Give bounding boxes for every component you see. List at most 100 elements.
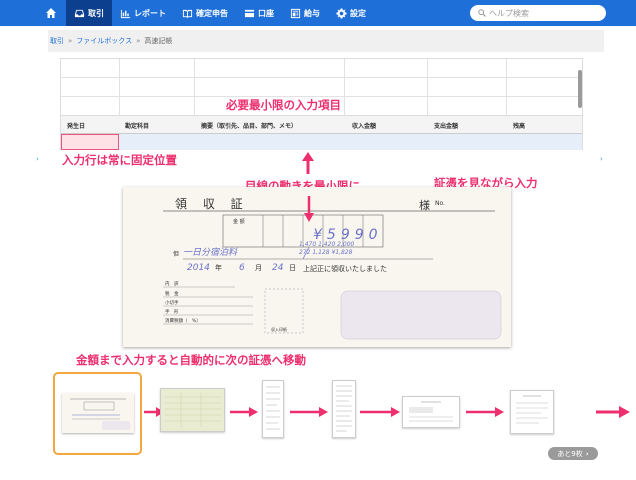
thumbnail-long-receipt-preview (336, 385, 352, 432)
receipt-breakdown-label: 手 形 (165, 310, 179, 315)
search-icon (478, 9, 486, 17)
arrow-up-icon (302, 152, 314, 174)
nav-item-tax-return[interactable]: 確定申告 (174, 0, 236, 26)
breadcrumb-separator: » (68, 37, 73, 45)
payroll-icon (290, 8, 301, 18)
more-receipts-label: あと9枚 (557, 449, 583, 458)
breadcrumb-link-transactions[interactable]: 取引 (50, 37, 64, 45)
date-entry-field[interactable] (61, 134, 119, 150)
left-edge-marker: › (36, 155, 39, 163)
receipt-amount-label: 金 額 (233, 219, 245, 225)
receipt-date-month: 6 (239, 263, 245, 273)
receipt-breakdown-label: 消費税額（ %） (165, 319, 201, 324)
nav-item-settings[interactable]: 設定 (328, 0, 374, 26)
column-header-description[interactable]: 摘要（取引先、品目、部門、メモ） (201, 123, 298, 130)
thumbnail-long-receipt-preview (266, 386, 280, 430)
thumbnail-document-preview (516, 395, 548, 424)
thumbnail-item[interactable] (262, 380, 284, 438)
receipt-title: 領 収 証 (175, 197, 249, 211)
bank-card-icon (244, 9, 255, 17)
nav-item-transactions[interactable]: 取引 (66, 0, 112, 26)
inbox-icon (74, 9, 85, 17)
column-header-balance[interactable]: 残高 (513, 123, 526, 130)
column-divider (194, 59, 195, 134)
nav-item-reports[interactable]: レポート (112, 0, 174, 26)
help-search-input[interactable]: ヘルプ検索 (470, 5, 606, 21)
thumbnail-item[interactable] (332, 380, 356, 438)
breadcrumb-current: 高速記帳 (144, 37, 173, 45)
nav-label: 設定 (350, 8, 366, 18)
table-row[interactable] (61, 77, 582, 78)
tax-book-icon (182, 9, 193, 18)
receipt-lines (163, 210, 502, 340)
receipt-image: 領 収 証 様 No. 金 額 ¥5990 但 一日分宿泊料 1,470 1,4… (123, 187, 511, 347)
thumbnail-item[interactable] (160, 388, 225, 432)
annotation-auto-next: 金額まで入力すると自動的に次の証憑へ移動 (76, 353, 306, 367)
nav-item-payroll[interactable]: 給与 (282, 0, 328, 26)
receipt-no-label: No. (435, 200, 445, 207)
gear-icon (336, 7, 347, 19)
right-edge-marker: › (600, 155, 603, 163)
thumbnail-receipt-preview (62, 393, 134, 433)
receipt-breakdown-label: 小切手 (165, 301, 179, 306)
annotation-required-fields: 必要最小限の入力項目 (226, 98, 341, 112)
home-button[interactable] (36, 0, 66, 26)
search-placeholder: ヘルプ検索 (489, 8, 529, 18)
receipt-addressee-suffix: 様 (419, 199, 430, 212)
arrow-right-icon (596, 406, 630, 418)
column-header-income[interactable]: 収入金額 (352, 123, 377, 130)
receipt-handwritten-description: 一日分宿泊料 (183, 248, 238, 258)
receipt-date-year-unit: 年 (215, 264, 222, 272)
column-header-expense[interactable]: 支出金額 (434, 123, 459, 130)
nav-label: 確定申告 (196, 8, 228, 18)
chevron-right-icon: › (585, 449, 589, 458)
arrow-right-icon (230, 407, 258, 417)
receipt-note-prefix: 但 (173, 251, 180, 258)
nav-item-accounts[interactable]: 口座 (236, 0, 282, 26)
transaction-table: 発生日 勘定科目 摘要（取引先、品目、部門、メモ） 収入金額 支出金額 残高 (60, 58, 583, 150)
chart-icon (120, 9, 131, 18)
thumbnail-item[interactable] (510, 390, 554, 434)
column-divider (427, 59, 428, 134)
receipt-stamp-label: 収入印紙 (271, 327, 287, 332)
thumbnail-ledger-preview (165, 393, 221, 427)
column-header-account[interactable]: 勘定科目 (125, 123, 150, 130)
column-divider (506, 59, 507, 134)
column-divider (119, 59, 120, 134)
table-scrollbar[interactable] (578, 70, 582, 108)
receipt-thumbnail-strip: あと9枚 › (0, 372, 636, 462)
column-header-date[interactable]: 発生日 (67, 123, 86, 130)
arrow-right-icon (360, 407, 400, 417)
receipt-breakdown-label: 内 訳 (165, 282, 179, 287)
receipt-handwritten-note: 272 1,128 ¥1,828 (299, 249, 353, 256)
thumbnail-selected[interactable] (53, 372, 142, 455)
nav-label: 口座 (258, 8, 274, 18)
receipt-handwritten-note: 1,470 1,420 2,000 (299, 241, 355, 248)
nav-label: 取引 (88, 8, 104, 18)
receipt-received-statement: 上記正に領収いたしました (303, 265, 387, 273)
top-navigation-bar: 取引 レポート 確定申告 口座 給与 設定 ヘルプ検索 (0, 0, 636, 26)
nav-label: 給与 (304, 8, 320, 18)
thumbnail-invoice-preview (409, 401, 453, 422)
column-divider (344, 59, 345, 134)
home-icon (46, 8, 56, 18)
receipt-amount-value: ¥5990 (313, 227, 383, 243)
table-row[interactable] (61, 96, 582, 97)
annotation-view-receipt: 証憑を見ながら入力 (434, 176, 538, 190)
nav-label: レポート (134, 8, 166, 18)
entry-row[interactable] (61, 134, 582, 150)
thumbnail-item[interactable] (402, 396, 460, 428)
receipt-breakdown-label: 税 金 (165, 292, 179, 297)
receipt-date-year: 2014 (187, 263, 210, 273)
receipt-date-month-unit: 月 (255, 264, 262, 272)
more-receipts-button[interactable]: あと9枚 › (548, 447, 598, 460)
annotation-fixed-row: 入力行は常に固定位置 (62, 153, 177, 167)
breadcrumb-separator: » (136, 37, 141, 45)
table-header: 発生日 勘定科目 摘要（取引先、品目、部門、メモ） 収入金額 支出金額 残高 (61, 115, 582, 134)
arrow-right-icon (290, 407, 328, 417)
breadcrumb-link-filebox[interactable]: ファイルボックス (76, 37, 133, 45)
arrow-down-icon (304, 196, 314, 222)
arrow-right-icon (466, 407, 504, 417)
receipt-date-day-unit: 日 (289, 264, 296, 272)
breadcrumb: 取引 » ファイルボックス » 高速記帳 (48, 30, 604, 52)
